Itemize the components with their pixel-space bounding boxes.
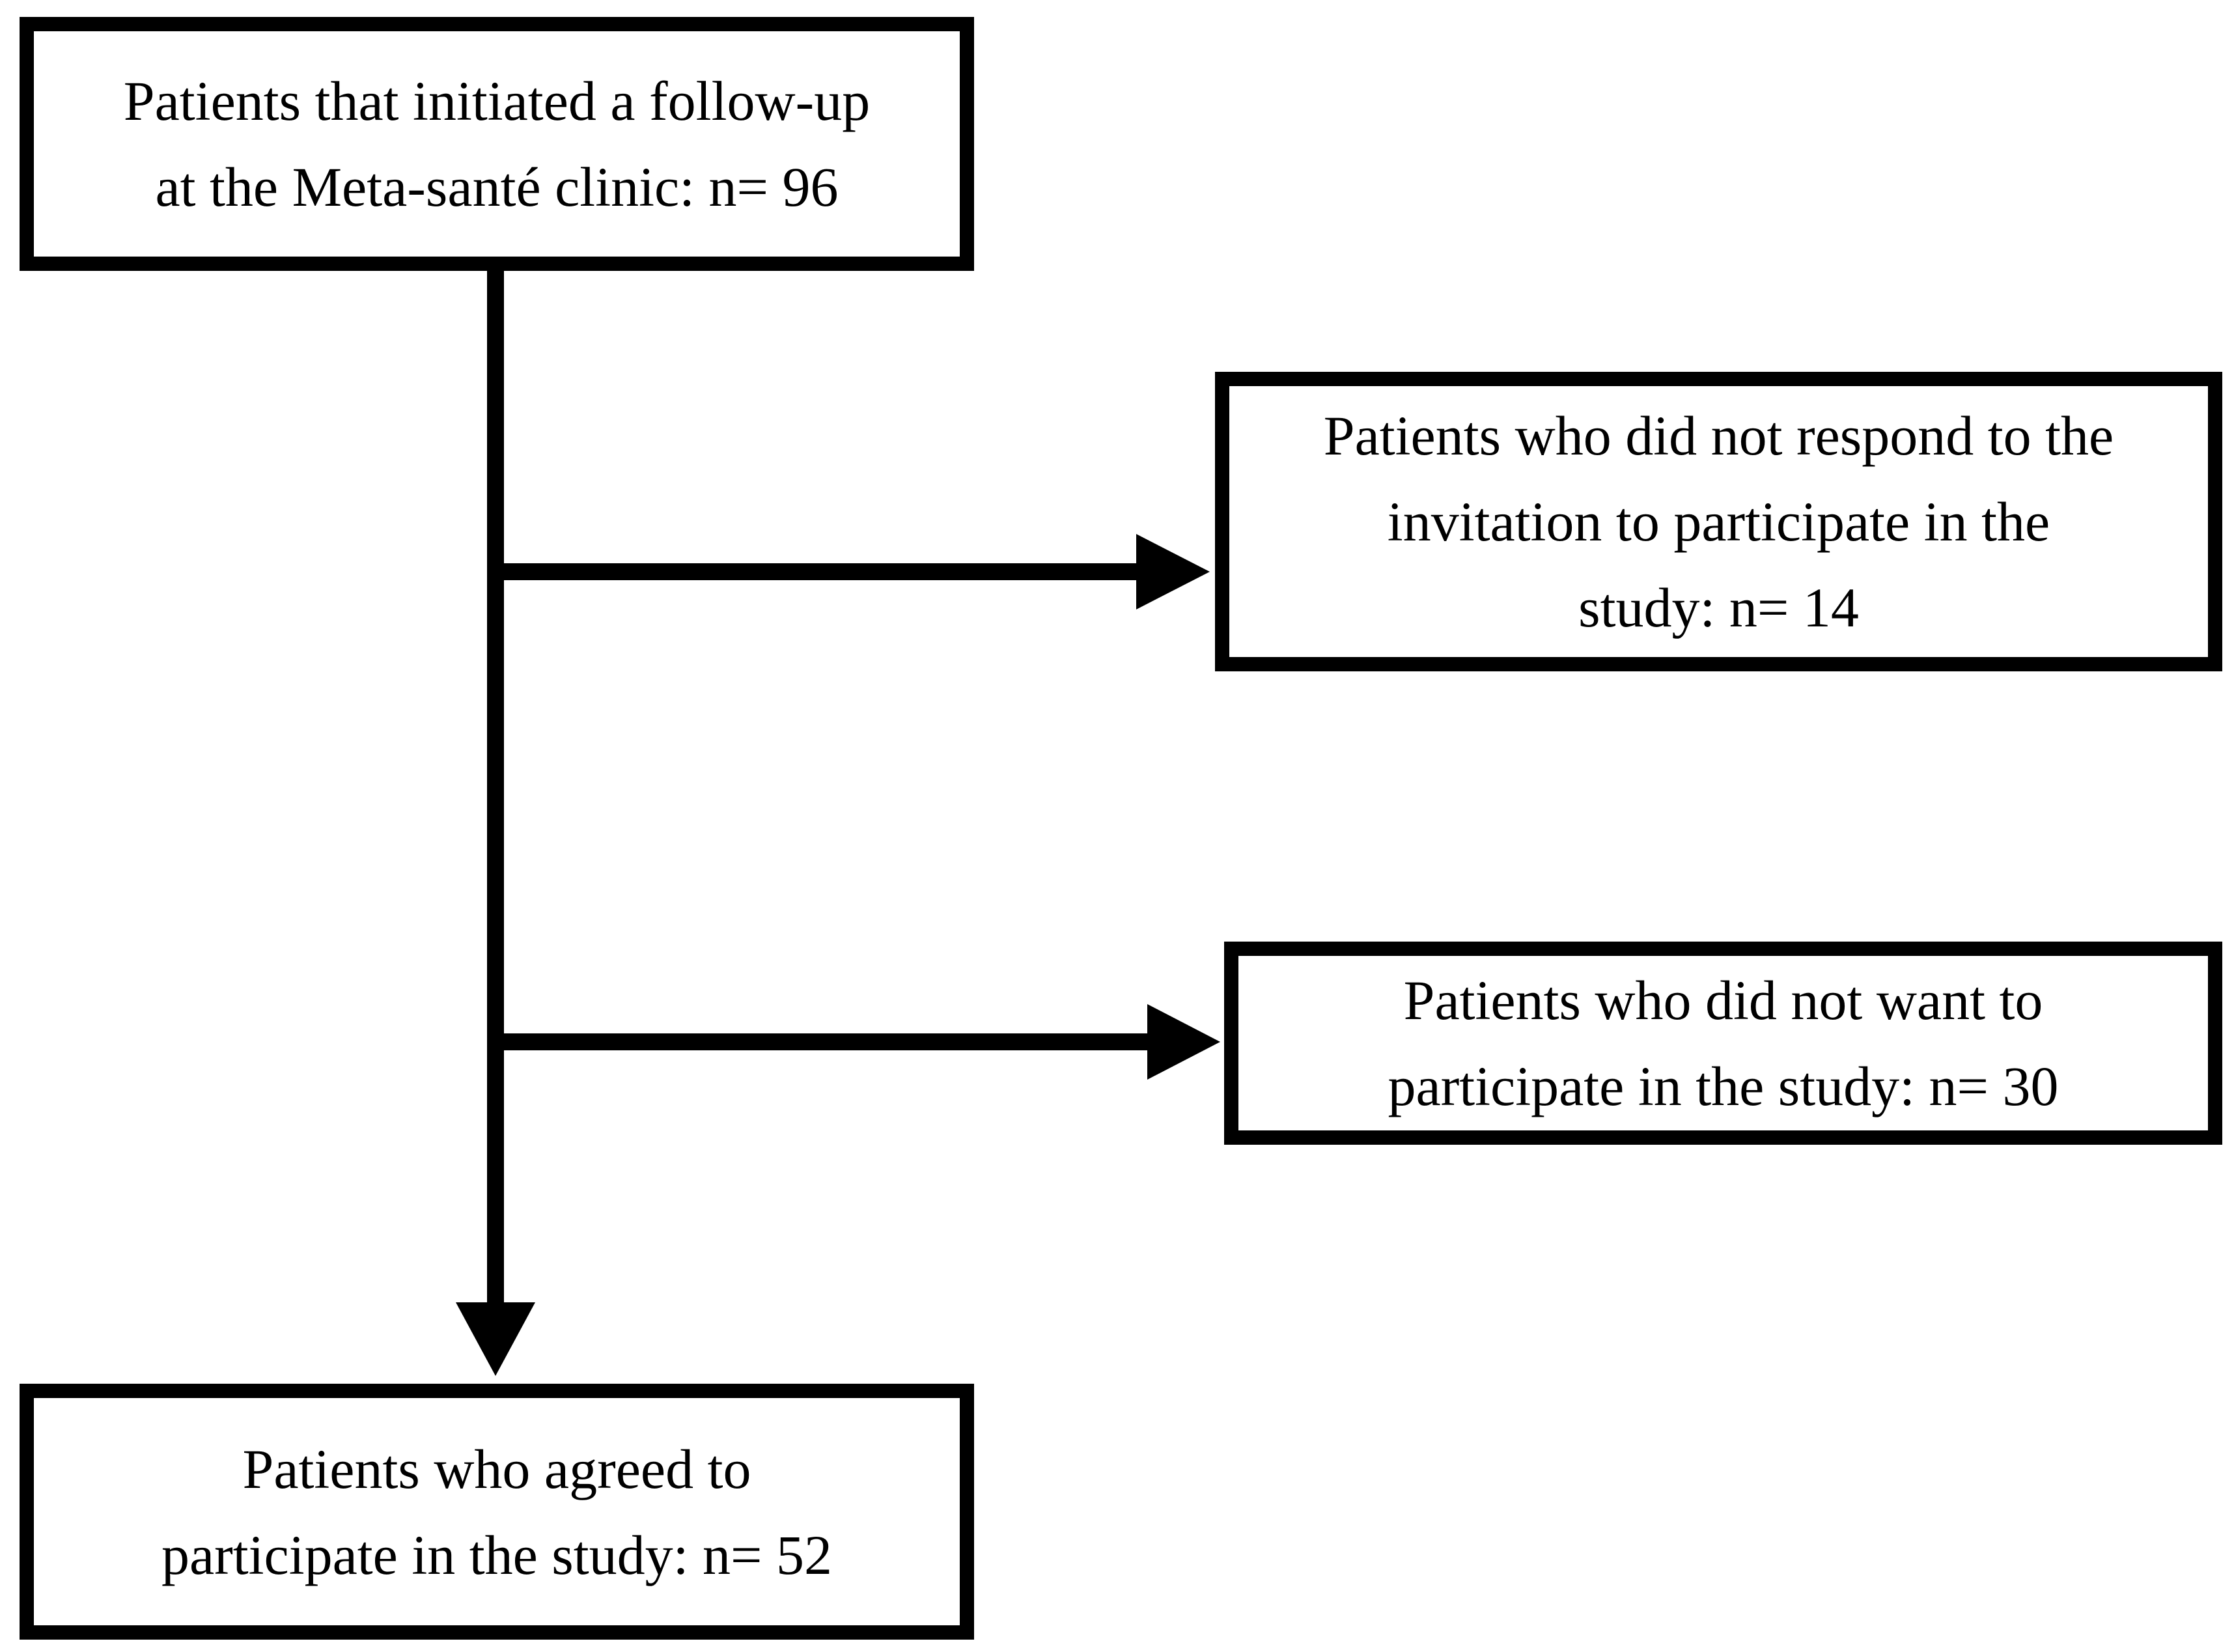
box-initiated-follow-up: Patients that initiated a follow-up at t…: [20, 17, 974, 271]
box-did-not-want: Patients who did not want to participate…: [1224, 942, 2222, 1145]
box-initiated-follow-up-text: Patients that initiated a follow-up at t…: [123, 70, 871, 218]
box-agreed: Patients who agreed to participate in th…: [20, 1384, 974, 1640]
arrowhead-to-no-response: [1136, 534, 1210, 609]
box-did-not-respond: Patients who did not respond to the invi…: [1215, 372, 2222, 671]
arrowhead-to-agreed: [456, 1302, 535, 1376]
arrowhead-to-not-want: [1147, 1004, 1220, 1080]
box-did-not-respond-text: Patients who did not respond to the invi…: [1323, 404, 2114, 639]
box-agreed-text: Patients who agreed to participate in th…: [161, 1437, 833, 1586]
box-did-not-want-text: Patients who did not want to participate…: [1388, 969, 2059, 1117]
